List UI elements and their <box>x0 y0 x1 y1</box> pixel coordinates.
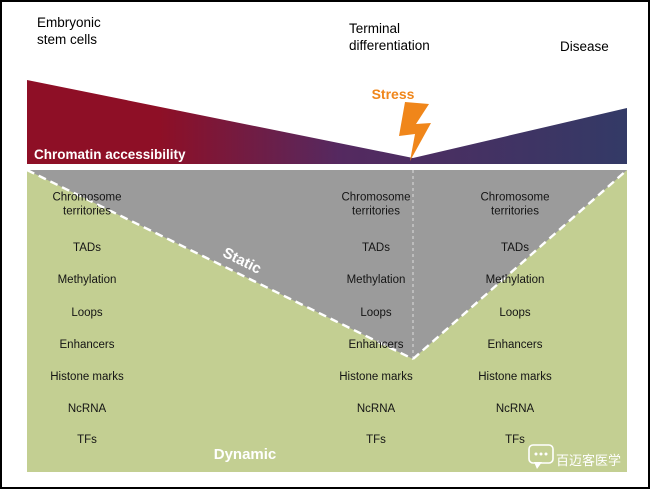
layer-label: Histone marks <box>478 370 552 383</box>
layer-label: TFs <box>505 433 525 446</box>
layer-label: Enhancers <box>487 338 543 351</box>
layer-label: TADs <box>73 241 101 254</box>
lightning-bolt-icon <box>399 102 431 161</box>
dynamic-label: Dynamic <box>214 446 277 463</box>
layer-label: Enhancers <box>59 338 115 351</box>
layer-label: NcRNA <box>495 402 535 415</box>
layer-label: Chromosome territories <box>480 191 550 218</box>
header-terminal-differentiation: Terminal differentiation <box>349 21 430 54</box>
header-disease: Disease <box>560 39 609 54</box>
static-zone <box>27 170 627 359</box>
layer-label: Chromosome territories <box>341 191 411 218</box>
dashed-divider-left <box>26 168 414 361</box>
watermark-text: 百迈客医学 <box>556 453 621 468</box>
layer-label: Chromosome territories <box>52 191 122 218</box>
layer-label: Methylation <box>346 273 406 286</box>
chromatin-accessibility-label: Chromatin accessibility <box>34 147 186 162</box>
layer-label: TADs <box>501 241 529 254</box>
layer-label: Methylation <box>485 273 545 286</box>
layer-label: Methylation <box>57 273 117 286</box>
watermark: 百迈客医学 <box>528 444 621 469</box>
layer-column-terminal: Chromosome territories TADs Methylation … <box>326 2 426 487</box>
chat-bubble-icon <box>528 444 554 469</box>
header-embryonic-stem-cells: Embryonic stem cells <box>37 15 101 48</box>
layer-label: Loops <box>360 306 392 319</box>
layer-column-embryonic: Chromosome territories TADs Methylation … <box>37 2 137 487</box>
layer-label: NcRNA <box>356 402 396 415</box>
layer-label: Histone marks <box>50 370 124 383</box>
layer-label: NcRNA <box>67 402 107 415</box>
stress-label: Stress <box>372 86 415 102</box>
layer-label: TFs <box>366 433 386 446</box>
layer-column-disease: Chromosome territories TADs Methylation … <box>465 2 565 487</box>
layer-label: Loops <box>71 306 103 319</box>
layer-label: Loops <box>499 306 531 319</box>
layer-label: Histone marks <box>339 370 413 383</box>
layer-label: TADs <box>362 241 390 254</box>
dashed-divider-right <box>412 169 628 360</box>
layer-label: TFs <box>77 433 97 446</box>
layer-label: Enhancers <box>348 338 404 351</box>
chromatin-accessibility-band <box>27 80 627 164</box>
